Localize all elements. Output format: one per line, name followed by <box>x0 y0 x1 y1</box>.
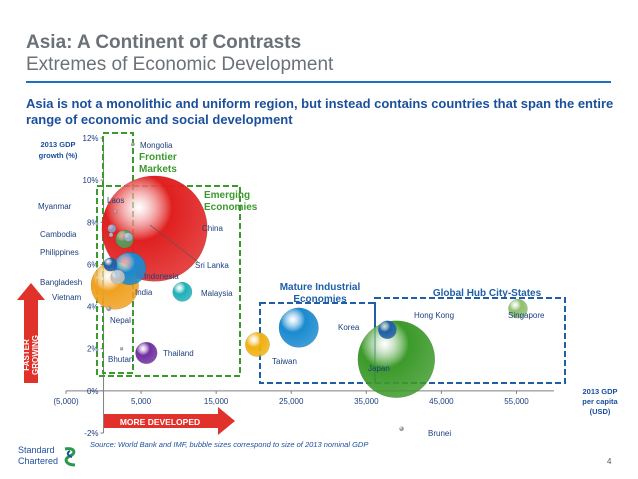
x-tick-label: (5,000) <box>53 397 79 406</box>
y-tick-label: -2% <box>84 429 98 438</box>
point-label-cambodia: Cambodia <box>40 230 77 239</box>
bubble-sri-lanka <box>123 232 134 242</box>
leader-line-sri-lanka <box>149 224 199 263</box>
logo-wordmark: Standard Chartered <box>18 445 58 467</box>
bubble-bangladesh <box>103 257 118 272</box>
bubble-singapore <box>508 298 528 319</box>
point-label-thailand: Thailand <box>163 349 194 358</box>
bubble-hong-kong <box>378 320 397 340</box>
point-label-myanmar: Myanmar <box>38 202 72 211</box>
mature-economies-box <box>259 302 376 384</box>
x-tick-label: 15,000 <box>204 397 229 406</box>
group-label-hub: Global Hub City-States <box>433 288 542 299</box>
lead-paragraph: Asia is not a monolithic and uniform reg… <box>26 96 614 127</box>
page-title: Asia: A Continent of Contrasts <box>26 32 302 53</box>
bubble-thailand <box>135 341 158 365</box>
bubble-brunei <box>399 426 405 432</box>
y-tick-label: 8% <box>87 218 99 227</box>
point-label-malaysia: Malaysia <box>201 289 233 298</box>
faster-growing-arrow <box>17 283 45 383</box>
bubble-vietnam <box>110 269 126 285</box>
bubble-malaysia <box>172 281 193 302</box>
bubble-taiwan <box>245 332 270 357</box>
more-developed-arrow <box>104 407 235 435</box>
source-note: Source: World Bank and IMF, bubble sizes… <box>90 440 369 449</box>
point-label-sri-lanka: Sri Lanka <box>195 261 229 270</box>
page-number: 4 <box>607 457 612 466</box>
bubble-myanmar <box>107 224 117 234</box>
point-label-india: India <box>135 288 153 297</box>
y-tick-label: 4% <box>87 303 99 312</box>
logo-line-1: Standard <box>18 445 55 455</box>
point-label-bhutan: Bhutan <box>108 355 133 364</box>
point-label-bangladesh: Bangladesh <box>40 278 82 287</box>
point-label-mongolia: Mongolia <box>140 141 173 150</box>
point-label-singapore: Singapore <box>508 311 545 320</box>
standard-chartered-logo: Standard Chartered <box>10 445 80 471</box>
bubble-mongolia <box>130 142 135 147</box>
point-label-brunei: Brunei <box>428 429 451 438</box>
bubble-cambodia <box>108 232 114 238</box>
point-label-taiwan: Taiwan <box>272 357 297 366</box>
bubble-nepal <box>106 306 112 312</box>
bubble-japan <box>357 320 436 398</box>
point-label-laos: Laos <box>107 196 124 205</box>
bubble-laos <box>113 209 118 214</box>
page-subtitle: Extremes of Economic Development <box>26 54 334 75</box>
more-developed-label: MORE DEVELOPED <box>120 417 200 427</box>
point-label-nepal: Nepal <box>110 316 131 325</box>
point-label-hong-kong: Hong Kong <box>414 311 454 320</box>
point-label-korea: Korea <box>338 323 360 332</box>
x-tick-label: 35,000 <box>354 397 379 406</box>
logo-swoosh-icon <box>64 447 76 467</box>
point-label-philippines: Philippines <box>40 248 79 257</box>
point-label-china: China <box>202 224 223 233</box>
y-tick-label: 0% <box>87 387 99 396</box>
y-tick-label: 6% <box>87 260 99 269</box>
y-tick-label: 2% <box>87 345 99 354</box>
bubble-bhutan <box>119 346 124 351</box>
title-divider <box>26 81 611 83</box>
y-tick-label: 12% <box>83 134 99 143</box>
point-label-japan: Japan <box>368 364 390 373</box>
x-tick-label: 45,000 <box>429 397 454 406</box>
bubble-korea <box>278 307 319 348</box>
y-tick-label: 10% <box>83 176 99 185</box>
point-label-vietnam: Vietnam <box>52 293 82 302</box>
x-tick-label: 25,000 <box>279 397 304 406</box>
x-tick-label: 55,000 <box>504 397 529 406</box>
faster-growing-label: FASTERGROWING <box>22 335 40 375</box>
point-label-indonesia: Indonesia <box>144 272 179 281</box>
x-tick-label: 5,000 <box>131 397 152 406</box>
logo-line-2: Chartered <box>18 456 59 466</box>
